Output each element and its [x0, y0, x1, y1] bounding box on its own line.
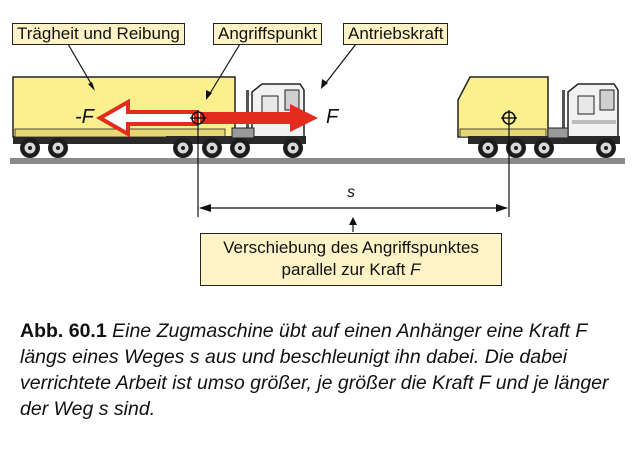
verschiebung-line2: parallel zur Kraft	[281, 260, 406, 279]
distance-label: s	[347, 184, 355, 201]
verschiebung-line1: Verschiebung des Angriffspunktes	[223, 238, 479, 257]
pointer-antriebskraft	[324, 43, 357, 85]
pointer-traegheit	[67, 43, 94, 88]
label-angriffspunkt: Angriffspunkt	[213, 23, 322, 45]
pointer-angriffspunkt	[208, 43, 241, 96]
force-label-plus: F	[326, 106, 339, 128]
ground-line	[10, 158, 625, 164]
truck-right	[457, 76, 620, 158]
label-verschiebung: Verschiebung des Angriffspunktes paralle…	[200, 233, 502, 286]
figure-caption: Abb. 60.1 Eine Zugmaschine übt auf einen…	[20, 318, 620, 422]
label-traegheit: Trägheit und Reibung	[12, 23, 185, 45]
verschiebung-var: F	[410, 260, 421, 279]
force-label-minus: -F	[75, 106, 94, 128]
truck-diagram	[10, 43, 625, 232]
caption-text: Eine Zugmaschine übt auf einen Anhänger …	[20, 320, 609, 420]
caption-number: Abb. 60.1	[20, 320, 107, 342]
attack-point-right	[501, 110, 517, 126]
label-antriebskraft: Antriebskraft	[343, 23, 449, 45]
force-arrow-minus	[95, 98, 198, 138]
figure	[10, 43, 625, 232]
trailer-right	[457, 76, 549, 138]
attack-point-left	[190, 110, 206, 126]
force-arrow-plus	[200, 104, 318, 132]
